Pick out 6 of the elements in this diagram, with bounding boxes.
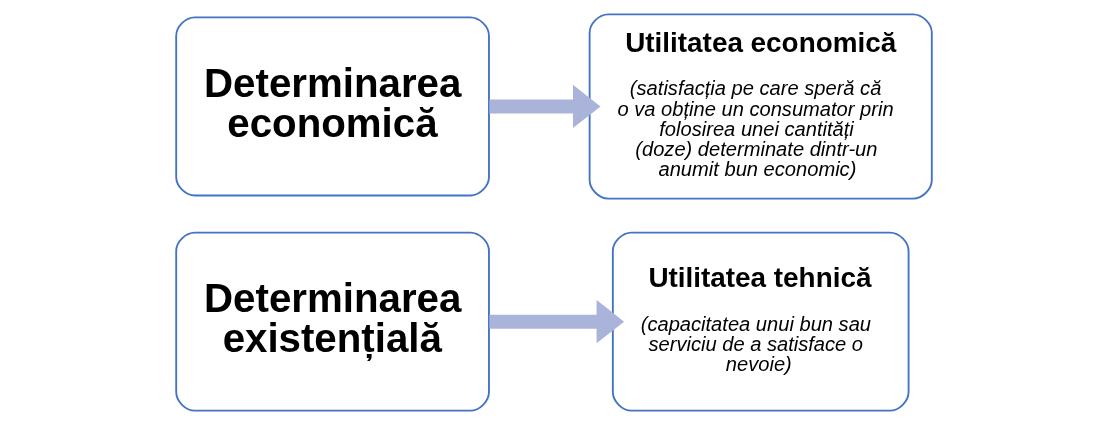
node-box: Utilitatea economică (satisfacția pe care speră că o va obține un consumator prin folosirea unei cantități (doze) determinate dintr-un anumit bun economic): [588, 13, 933, 200]
node-box: Determinarea economică: [175, 16, 490, 197]
node-box: Determinarea existențială: [175, 231, 490, 412]
node-box: Utilitatea tehnică (capacitatea unui bun sau serviciu de a satisface o nevoie): [611, 231, 910, 412]
arrow: [489, 299, 625, 344]
arrow: [489, 84, 601, 129]
